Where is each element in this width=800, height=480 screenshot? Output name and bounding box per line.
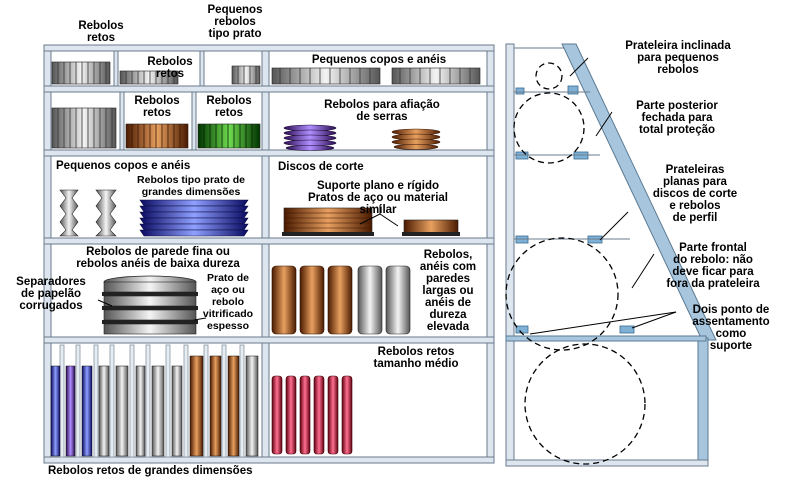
callout-two-support-points: Dois ponto de assentamento como suporte bbox=[692, 304, 770, 352]
row5-large-straight-wheels bbox=[50, 355, 259, 457]
callout-inclined-shelf: Prateleira inclinada para pequenos rebol… bbox=[625, 40, 731, 76]
label-row5-large-wheels: Rebolos retos de grandes dimensões bbox=[48, 465, 253, 477]
row1-straight-wheels bbox=[51, 61, 111, 85]
side-view-wheels-dashed bbox=[505, 62, 646, 465]
label-row3-cutting-discs: Discos de corte bbox=[278, 161, 364, 173]
row5-medium-straight-wheels bbox=[271, 375, 353, 455]
row4-thin-wall-wheels-stack bbox=[97, 275, 207, 335]
row2-saw-sharpening-wheels bbox=[283, 124, 441, 151]
label-row3-flat-support: Suporte plano e rígido Pratos de aço ou … bbox=[308, 180, 448, 216]
label-row4-separators: Separadores de papelão corrugados bbox=[16, 276, 86, 312]
callout-flat-shelves: Prateleiras planas para discos de corte … bbox=[652, 164, 738, 224]
label-row3-small-cups: Pequenos copos e anéis bbox=[56, 160, 191, 172]
rack-frame bbox=[43, 44, 495, 464]
label-small-dish-wheels-top: Pequenos rebolos tipo prato bbox=[207, 4, 263, 40]
label-straight-wheels-top: Rebolos retos bbox=[78, 20, 124, 44]
row4-wide-wall-rings-silver bbox=[357, 265, 411, 335]
label-row1-straight-wheels: Rebolos retos bbox=[147, 56, 193, 80]
row3-large-dish-wheels bbox=[139, 199, 249, 237]
label-row4-wide-rings: Rebolos, anéis com paredes largas ou ané… bbox=[419, 249, 477, 333]
label-row4-thin-wall: Rebolos de parede fina ou rebolos anéis … bbox=[76, 246, 240, 270]
callout-closed-back: Parte posterior fechada para total prote… bbox=[636, 100, 718, 136]
label-row2-saw-wheels: Rebolos para afiação de serras bbox=[324, 99, 440, 123]
label-row3-large-dish: Rebolos tipo prato de grandes dimensões bbox=[137, 174, 245, 198]
side-view-frame bbox=[505, 43, 717, 467]
row3-cutting-discs bbox=[282, 205, 460, 236]
row1-small-wheels bbox=[119, 70, 179, 85]
callout-lines bbox=[529, 57, 677, 335]
row1-small-cups bbox=[271, 67, 481, 85]
row1-dish-wheels bbox=[231, 65, 261, 85]
label-row4-plate: Prato de aço ou rebolo vitrificado espes… bbox=[202, 272, 254, 332]
label-row1-small-cups: Pequenos copos e anéis bbox=[311, 54, 447, 66]
row2-straight-wheels-green bbox=[197, 123, 261, 149]
row5-dividers bbox=[59, 344, 245, 458]
callout-wheel-front: Parte frontal do rebolo: não deve ficar … bbox=[666, 242, 760, 290]
row4-wide-wall-rings bbox=[271, 265, 353, 335]
label-row5-medium-wheels: Rebolos retos tamanho médio bbox=[373, 346, 459, 370]
label-row2-straight-a: Rebolos retos bbox=[134, 95, 180, 119]
row3-small-cups-stacks bbox=[59, 189, 117, 237]
row2-straight-wheels-copper bbox=[125, 123, 189, 149]
row2-straight-wheels-silver bbox=[51, 107, 117, 149]
label-row2-straight-b: Rebolos retos bbox=[206, 95, 252, 119]
